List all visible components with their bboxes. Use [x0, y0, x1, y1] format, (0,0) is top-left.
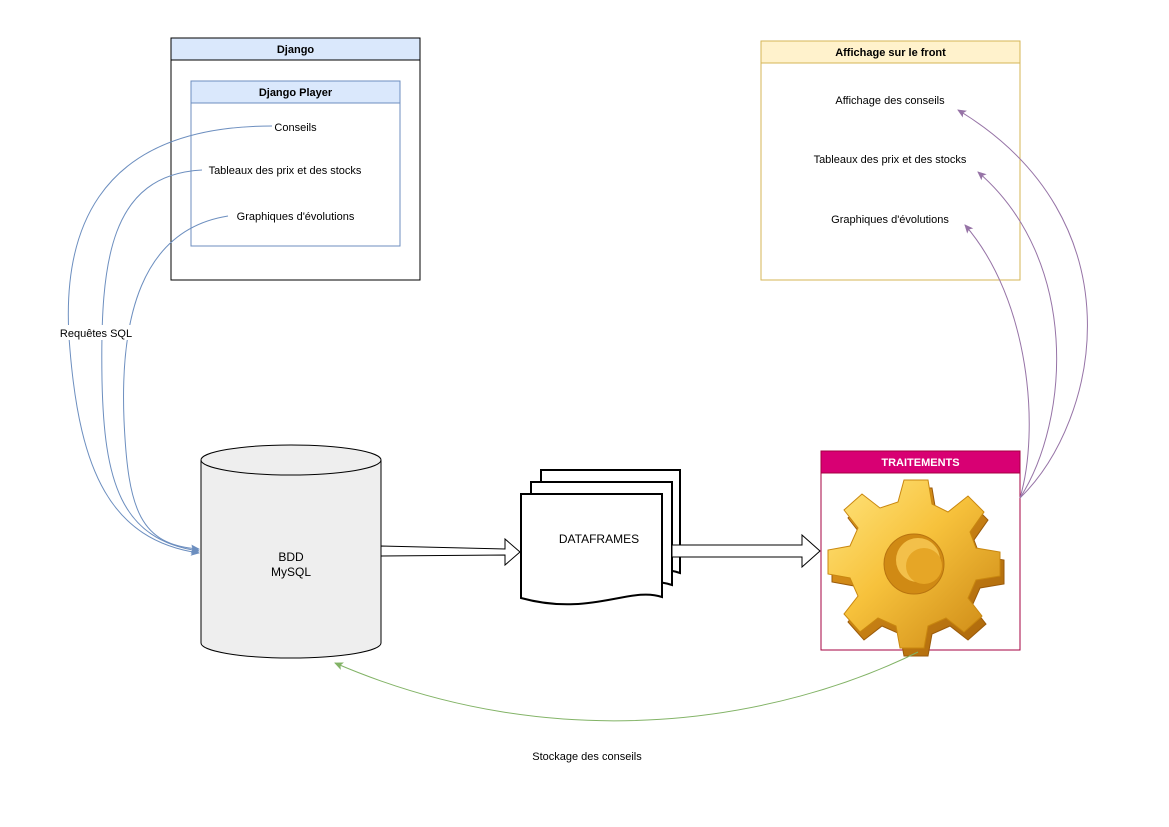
edge-graphiques-to-db — [123, 215, 229, 553]
edge-tableaux-to-db — [101, 169, 203, 554]
django-player-title: Django Player — [259, 87, 333, 99]
edge-storage-to-db — [334, 651, 919, 722]
arrow-dataframes-to-traitements — [671, 533, 821, 569]
django-player-frame — [190, 80, 401, 247]
django-item-tableaux[interactable]: Tableaux des prix et des stocks — [209, 165, 362, 177]
dataframes-documents[interactable]: DATAFRAMES — [520, 469, 681, 606]
front-item-conseils[interactable]: Affichage des conseils — [835, 95, 945, 107]
database-label-line1: BDD — [278, 550, 304, 564]
gear-icon — [827, 479, 1005, 657]
edge-traitements-to-graphiques — [964, 224, 1030, 499]
arrow-db-to-dataframes — [380, 537, 521, 567]
sql-edge-label: Requêtes SQL — [60, 328, 132, 340]
traitements-title: TRAITEMENTS — [881, 457, 959, 469]
database-body — [200, 460, 382, 659]
front-container[interactable]: Affichage sur le front Affichage des con… — [760, 40, 1021, 281]
edge-traitements-to-conseils — [957, 109, 1088, 499]
storage-edge-label: Stockage des conseils — [532, 751, 642, 763]
edge-traitements-to-tableaux — [977, 171, 1058, 499]
database-cylinder[interactable]: BDD MySQL — [200, 444, 382, 659]
front-header — [760, 40, 1021, 64]
storage-label-bg — [528, 749, 646, 764]
traitements-header — [820, 450, 1021, 474]
sql-label-bg — [58, 325, 134, 340]
front-item-tableaux[interactable]: Tableaux des prix et des stocks — [814, 154, 967, 166]
front-item-graphiques[interactable]: Graphiques d'évolutions — [831, 214, 949, 226]
front-display-edges — [957, 109, 1088, 499]
database-label-line2: MySQL — [271, 565, 311, 579]
database-top — [200, 444, 382, 476]
front-title: Affichage sur le front — [835, 47, 946, 59]
django-item-graphiques[interactable]: Graphiques d'évolutions — [237, 211, 355, 223]
traitements-container[interactable]: TRAITEMENTS — [820, 450, 1021, 657]
dataframes-label: DATAFRAMES — [559, 532, 639, 546]
django-header — [170, 37, 421, 61]
dataframes-doc-front — [520, 493, 663, 606]
django-item-conseils[interactable]: Conseils — [274, 122, 317, 134]
django-player[interactable]: Django Player Conseils Tableaux des prix… — [190, 80, 401, 247]
django-title: Django — [277, 44, 315, 56]
django-player-header — [190, 80, 401, 104]
